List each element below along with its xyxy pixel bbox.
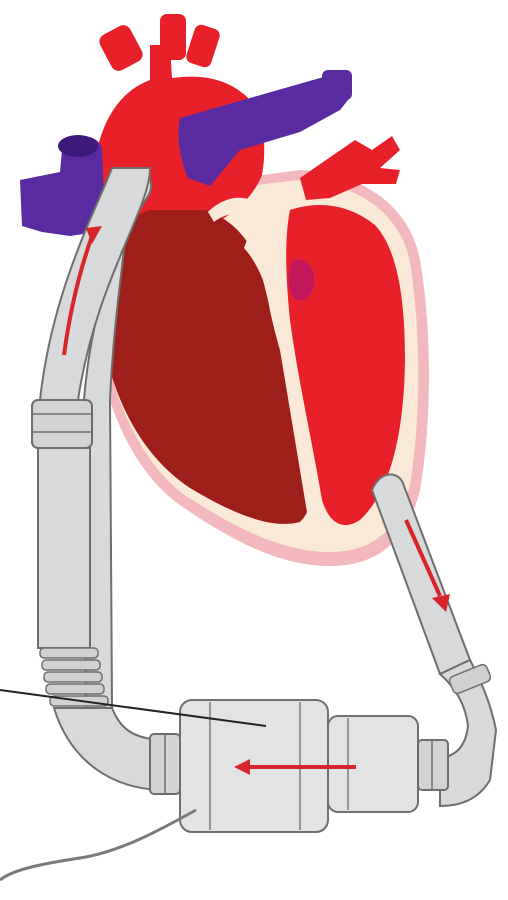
bellows-ring-1 <box>40 648 98 658</box>
aorta-branch-mid <box>160 14 186 60</box>
aorta-branch-left <box>97 22 146 73</box>
pump-outlet <box>418 740 448 790</box>
pump-motor <box>328 716 418 812</box>
bellows-ring-4 <box>46 684 104 694</box>
vena-cava-opening <box>58 135 98 157</box>
driveline-cable <box>0 810 196 880</box>
inflow-elbow <box>54 708 160 790</box>
aorta-branch-right <box>184 23 221 69</box>
outflow-tube <box>372 474 470 674</box>
pulmonary-artery-branch <box>322 70 352 100</box>
bellows-ring-3 <box>44 672 102 682</box>
inflow-lower-tube <box>38 448 90 648</box>
inflow-collar <box>32 400 92 448</box>
bellows-ring-2 <box>42 660 100 670</box>
